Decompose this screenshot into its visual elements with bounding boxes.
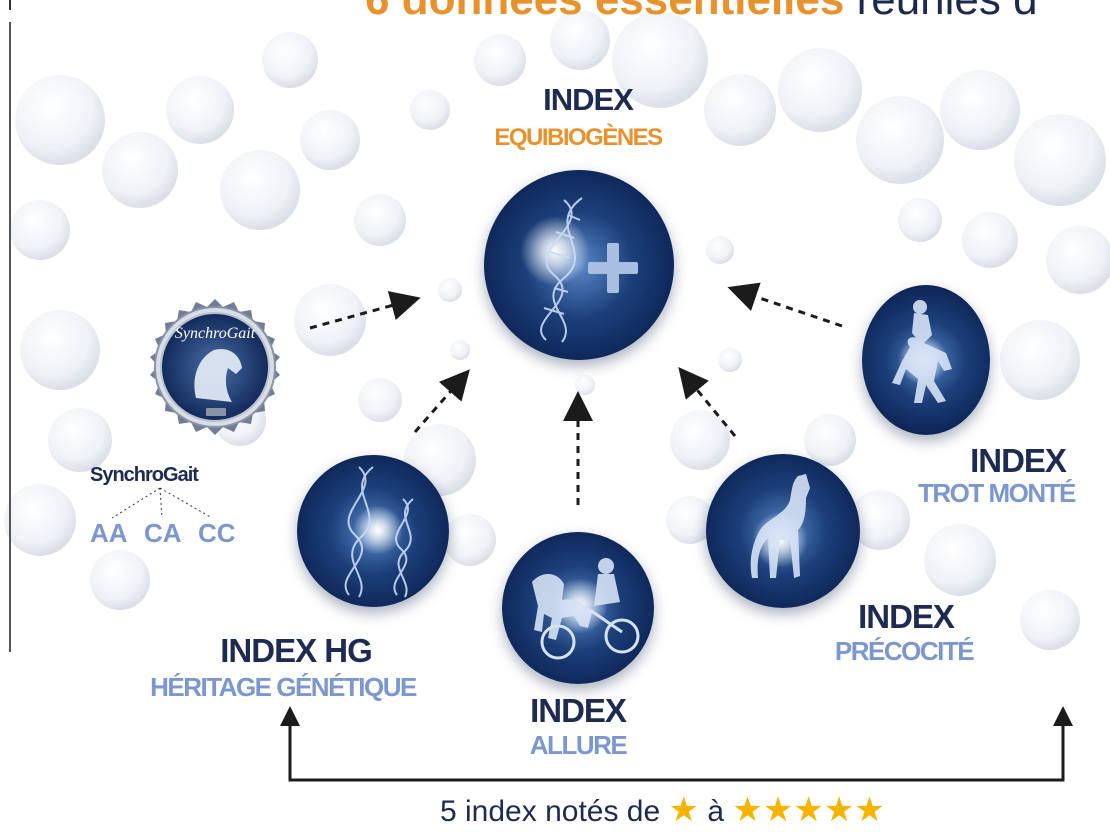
- hg-subtitle: HÉRITAGE GÉNÉTIQUE: [150, 672, 417, 702]
- arrow-precocite-to-center: [678, 367, 737, 437]
- bracket-line: [288, 714, 1065, 782]
- hg-title: INDEX HG: [220, 632, 373, 669]
- headline-rest: réunies d: [844, 0, 1038, 24]
- trot-monte-subtitle: TROT MONTÉ: [918, 478, 1076, 508]
- left-edge-rule: [9, 22, 11, 652]
- synchrogait-seal-icon: SynchroGait: [150, 299, 280, 435]
- bracket-arrow-right: [1053, 706, 1073, 726]
- precocite-title: INDEX: [858, 598, 955, 635]
- star-icon-min: ★: [668, 791, 699, 829]
- headline-accent: 6 données essentielles: [365, 0, 844, 24]
- precocite-circle: [706, 454, 860, 608]
- mounted-trotter-icon: [892, 300, 952, 403]
- allure-title: INDEX: [530, 692, 627, 729]
- left-edge-tick: [9, 0, 11, 10]
- double-dna-icon: [344, 466, 414, 598]
- arrow-trotmonte-to-center: [727, 282, 843, 328]
- svg-text:SynchroGait: SynchroGait: [175, 325, 256, 342]
- synchrogait-name: SynchroGait: [90, 464, 199, 486]
- harness-horse-icon: [532, 558, 640, 660]
- genotype-aa: AA: [90, 518, 128, 548]
- star-icon-max: ★★★★★: [732, 791, 885, 829]
- precocite-subtitle: PRÉCOCITÉ: [834, 636, 975, 666]
- trot-monte-title: INDEX: [970, 442, 1067, 479]
- allure-circle: [502, 532, 654, 684]
- equibiogenes-subtitle: EQUIBIOGÈNES: [494, 124, 663, 151]
- allure-subtitle: ALLURE: [529, 730, 628, 760]
- rating-footer: 5 index notés de ★ à ★★★★★: [440, 790, 885, 832]
- synchrogait-genotype-lines: [111, 487, 213, 519]
- dna-plus-icon: [540, 197, 638, 343]
- hg-circle: [297, 455, 449, 607]
- genotype-cc: CC: [198, 518, 236, 548]
- footer-text-before: 5 index notés de: [440, 795, 661, 828]
- trot-monte-circle: [862, 285, 990, 435]
- arrow-synchrogait-to-center: [309, 291, 421, 330]
- equibiogenes-circle: [484, 170, 674, 360]
- equibiogenes-glow: [520, 216, 590, 286]
- arrow-hg-to-center: [413, 369, 470, 433]
- foal-icon: [750, 474, 810, 578]
- bracket-arrow-left: [280, 706, 300, 726]
- equibiogenes-title: INDEX: [543, 82, 634, 117]
- genotype-ca: CA: [144, 518, 182, 548]
- headline: 6 données essentielles réunies d: [365, 0, 1038, 26]
- footer-text-middle: à: [707, 795, 725, 828]
